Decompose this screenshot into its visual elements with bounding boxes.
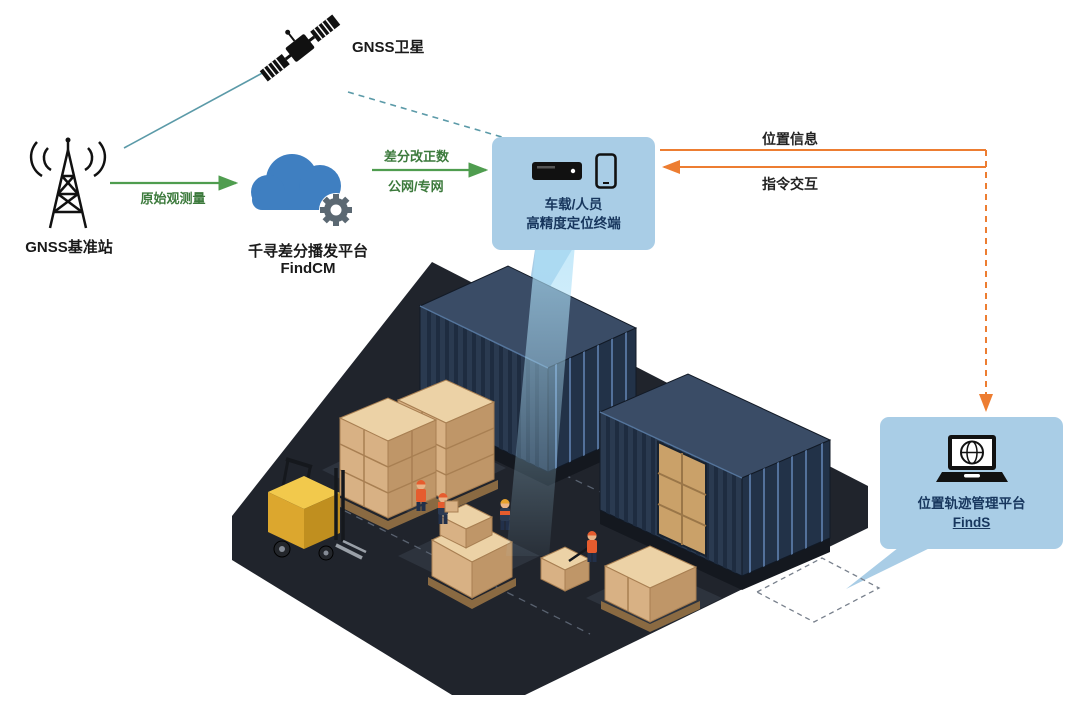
vehicle-terminal-icon [531,162,582,181]
gnss-base-station-icon [29,137,107,229]
finds-label-line1: 位置轨迹管理平台 [917,495,1026,511]
satellite-to-terminal-line [347,91,513,141]
finds-callout-tail [846,544,938,589]
forklift [268,457,367,561]
worker [416,480,426,511]
finds-callout: 位置轨迹管理平台 FindS [880,417,1063,549]
dashed-zone [756,557,881,623]
diff-correction-label-1: 差分改正数 [384,149,450,164]
worker-carrying-box [438,493,459,524]
command-interaction-label: 指令交互 [762,176,818,192]
cloud-platform-label: 千寻差分播发平台 [247,243,368,260]
positioning-beam [506,244,575,556]
terminal-callout: 车载/人员 高精度定位终端 [492,137,655,250]
raw-observation-label: 原始观测量 [140,191,206,206]
finds-label-line2: FindS [952,514,991,530]
satellite-label: GNSS卫星 [352,39,425,56]
cloud-platform-sublabel: FindCM [280,260,336,277]
pallet-stack [336,397,440,530]
terminal-label-line2: 高精度定位终端 [526,216,621,231]
pallet-boxes-right [601,545,700,632]
laptop-globe-icon [935,434,1008,482]
position-info-label: 位置信息 [762,131,818,147]
terminal-label-line1: 车载/人员 [544,197,603,213]
worker-pallet-jack [568,531,597,563]
container-open-door [657,440,707,558]
worker-walking [500,499,510,530]
cloud-platform-icon [251,154,353,227]
smartphone-icon [594,153,617,189]
satellite-to-base-line [123,69,269,149]
base-station-label: GNSS基准站 [25,239,113,256]
diff-correction-label-2: 公网/专网 [388,179,444,194]
gnss-satellite-icon [259,14,341,82]
